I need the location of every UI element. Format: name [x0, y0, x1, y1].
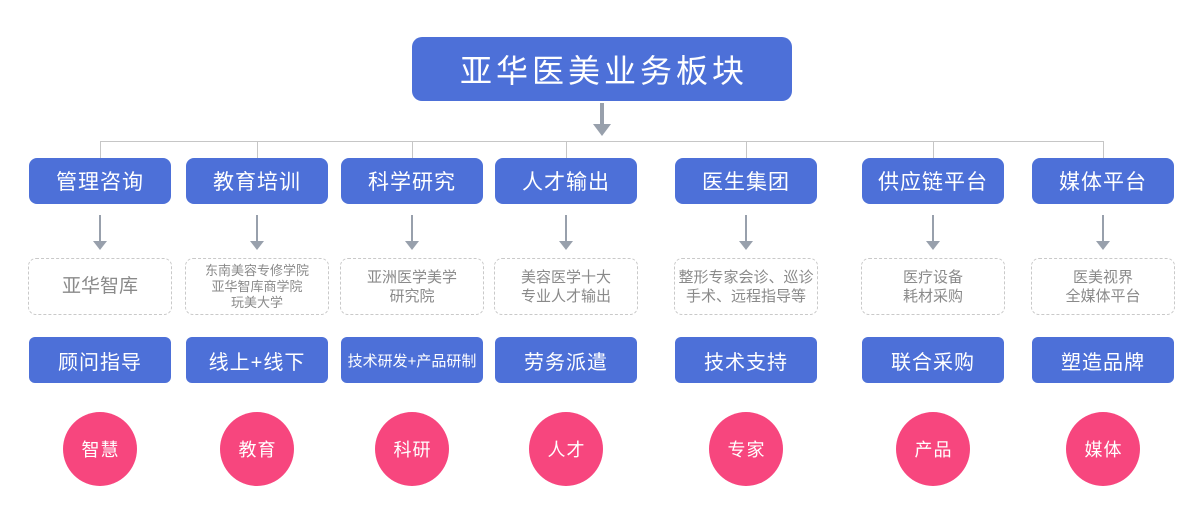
category-circle: 产品: [896, 412, 970, 486]
down-arrow-head: [559, 241, 573, 250]
level2-box: 美容医学十大专业人才输出: [494, 258, 638, 315]
connector-vstub: [1102, 141, 1104, 158]
level2-box: 整形专家会诊、巡诊手术、远程指导等: [674, 258, 818, 315]
level2-box: 亚洲医学美学研究院: [340, 258, 484, 315]
level2-line: 东南美容专修学院: [204, 262, 309, 278]
level2-box: 东南美容专修学院亚华智库商学院玩美大学: [185, 258, 329, 315]
level3-box: 技术研发+产品研制: [341, 337, 483, 383]
level1-box: 医生集团: [675, 158, 817, 204]
level2-line: 整形专家会诊、巡诊: [678, 268, 814, 286]
level1-box: 科学研究: [341, 158, 483, 204]
level1-box: 媒体平台: [1032, 158, 1174, 204]
level2-line: 全媒体平台: [1065, 287, 1141, 305]
down-arrow-stem: [1102, 215, 1104, 241]
level2-box: 亚华智库: [28, 258, 172, 315]
connector-vstub: [932, 141, 934, 158]
level2-line: 亚华智库商学院: [211, 278, 303, 294]
down-arrow-head: [1096, 241, 1110, 250]
connector-vstub: [411, 141, 413, 158]
down-arrow-head: [739, 241, 753, 250]
level3-box: 塑造品牌: [1032, 337, 1174, 383]
connector-vstub: [256, 141, 258, 158]
level1-box: 人才输出: [495, 158, 637, 204]
level1-box: 教育培训: [186, 158, 328, 204]
category-circle: 智慧: [63, 412, 137, 486]
level2-line: 医疗设备: [902, 268, 963, 286]
level2-box: 医美视界全媒体平台: [1031, 258, 1175, 315]
category-circle: 科研: [375, 412, 449, 486]
connector-vstub: [99, 141, 101, 158]
down-arrow-head: [593, 124, 611, 136]
connector-vstub: [745, 141, 747, 158]
category-circle: 媒体: [1066, 412, 1140, 486]
level2-line: 手术、远程指导等: [685, 287, 806, 305]
level3-box: 劳务派遣: [495, 337, 637, 383]
down-arrow-stem: [600, 103, 604, 124]
level2-line: 亚华智库: [61, 276, 138, 297]
down-arrow-head: [250, 241, 264, 250]
down-arrow-head: [926, 241, 940, 250]
level3-box: 技术支持: [675, 337, 817, 383]
down-arrow-head: [405, 241, 419, 250]
level2-line: 美容医学十大: [520, 268, 611, 286]
down-arrow-stem: [411, 215, 413, 241]
root-title-box: 亚华医美业务板块: [412, 37, 792, 101]
down-arrow-stem: [932, 215, 934, 241]
category-circle: 教育: [220, 412, 294, 486]
category-circle: 专家: [709, 412, 783, 486]
level2-line: 专业人才输出: [520, 287, 611, 305]
connector-hline: [100, 141, 1103, 142]
down-arrow-head: [93, 241, 107, 250]
level1-box: 供应链平台: [862, 158, 1004, 204]
level1-box: 管理咨询: [29, 158, 171, 204]
level2-line: 医美视界: [1072, 268, 1133, 286]
level2-box: 医疗设备耗材采购: [861, 258, 1005, 315]
level2-line: 亚洲医学美学: [366, 268, 457, 286]
level2-line: 耗材采购: [902, 287, 963, 305]
connector-vstub: [565, 141, 567, 158]
down-arrow-stem: [99, 215, 101, 241]
down-arrow-stem: [256, 215, 258, 241]
level3-box: 顾问指导: [29, 337, 171, 383]
level2-line: 玩美大学: [230, 294, 283, 310]
level3-box: 联合采购: [862, 337, 1004, 383]
down-arrow-stem: [565, 215, 567, 241]
level2-line: 研究院: [389, 287, 435, 305]
level3-box: 线上+线下: [186, 337, 328, 383]
category-circle: 人才: [529, 412, 603, 486]
down-arrow-stem: [745, 215, 747, 241]
